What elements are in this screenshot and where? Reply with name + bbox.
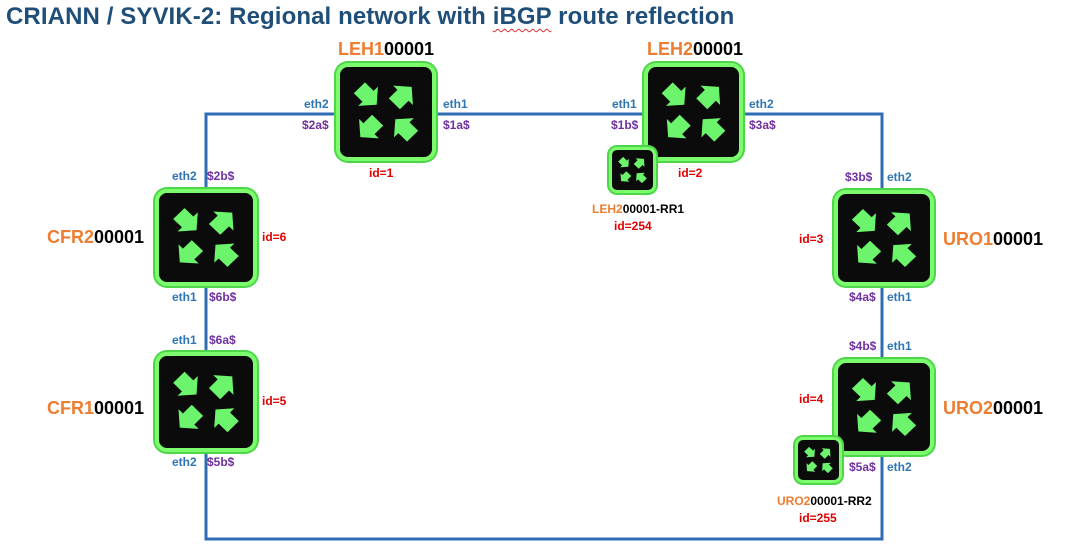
cfr2-var-top: $2b$ [207, 169, 235, 183]
cfr2-id: id=6 [262, 230, 287, 244]
arrow-in-bottomright-icon [892, 412, 917, 436]
arrow-out-bottomleft-icon [359, 114, 384, 139]
uro2-var-bottom: $5a$ [849, 460, 876, 474]
leh1-if-right: eth1 [443, 97, 468, 111]
leh2-id: id=2 [678, 166, 703, 180]
router-uro2-name: URO200001 [943, 398, 1044, 418]
uro2-if-top: eth1 [887, 339, 912, 353]
router-uro1[interactable] [834, 190, 934, 286]
cfr2-var-bottom: $6b$ [209, 290, 237, 304]
leh2-rr1-id: id=254 [614, 219, 652, 233]
arrow-out-topright-icon [208, 211, 234, 235]
router-leh2-rr1-name: LEH200001-RR1 [592, 202, 685, 216]
link-leh2-uro1 [743, 112, 884, 190]
cfr1-if-top: eth1 [172, 333, 197, 347]
uro1-if-top: eth2 [887, 170, 912, 184]
router-leh2-rr1[interactable] [609, 147, 656, 193]
arrow-in-topleft-icon [661, 82, 686, 106]
arrow-in-topleft-icon [804, 446, 815, 458]
leh2-if-left: eth1 [612, 97, 637, 111]
router-icon [353, 82, 419, 142]
leh2-var-right: $3a$ [749, 118, 776, 132]
router-cfr2-name: CFR200001 [47, 227, 145, 247]
arrow-out-topright-icon [886, 212, 911, 236]
arrow-out-topright-icon [388, 85, 413, 110]
router-leh2-name: LEH200001 [647, 39, 744, 59]
arrow-out-bottomleft-icon [857, 240, 882, 264]
router-uro2-rr2[interactable] [795, 437, 842, 483]
arrow-in-bottomright-icon [214, 243, 239, 267]
arrow-in-topleft-icon [618, 156, 629, 168]
cfr1-var-bottom: $5b$ [207, 455, 235, 469]
title-text-ibgp: iBGP [492, 3, 552, 30]
link-cfr1-uro2 [204, 452, 884, 541]
cfr2-if-top: eth2 [172, 169, 197, 183]
router-uro2[interactable] [834, 359, 934, 455]
arrow-out-bottomleft-icon [178, 404, 204, 429]
arrow-out-bottomleft-icon [620, 171, 632, 182]
arrow-out-bottomleft-icon [666, 114, 691, 139]
arrow-out-topright-icon [633, 158, 645, 169]
leh1-id: id=1 [369, 166, 394, 180]
leh1-var-left: $2a$ [302, 118, 329, 132]
arrow-out-bottomleft-icon [178, 240, 204, 264]
arrow-in-bottomright-icon [892, 243, 917, 267]
arrow-out-topright-icon [819, 448, 831, 459]
router-leh1-name: LEH100001 [338, 39, 435, 59]
router-uro2-rr2-name: URO200001-RR2 [777, 494, 872, 508]
cfr1-if-bottom: eth2 [172, 455, 197, 469]
arrow-in-bottomright-icon [394, 118, 419, 142]
uro2-rr2-id: id=255 [799, 511, 837, 525]
arrow-in-topleft-icon [353, 82, 378, 106]
router-icon [661, 82, 726, 142]
link-leh1-cfr2 [204, 112, 336, 190]
leh2-if-right: eth2 [749, 97, 774, 111]
title-text-2: route reflection [551, 3, 735, 30]
arrow-in-topleft-icon [851, 378, 876, 402]
leh1-var-right: $1a$ [443, 118, 470, 132]
cfr1-id: id=5 [262, 394, 287, 408]
arrow-out-topright-icon [208, 375, 234, 400]
router-cfr2[interactable] [155, 189, 257, 286]
cfr1-var-top: $6a$ [209, 333, 236, 347]
arrow-out-topright-icon [696, 85, 721, 110]
arrow-in-topleft-icon [173, 208, 198, 232]
arrow-in-topleft-icon [851, 209, 876, 233]
router-icon [173, 208, 239, 267]
uro2-id: id=4 [799, 392, 824, 406]
router-cfr1-name: CFR100001 [47, 398, 145, 418]
uro2-var-top: $4b$ [849, 339, 877, 353]
router-icon [804, 446, 833, 474]
diagram-title: CRIANN / SYVIK-2: Regional network with … [6, 3, 734, 31]
arrow-out-bottomleft-icon [806, 461, 818, 472]
router-cfr1[interactable] [155, 352, 257, 452]
router-uro1-name: URO100001 [943, 229, 1044, 249]
router-icon [851, 209, 917, 267]
arrow-out-bottomleft-icon [857, 409, 882, 433]
uro1-id: id=3 [799, 232, 824, 246]
arrow-in-bottomright-icon [636, 172, 647, 184]
router-leh2[interactable] [644, 63, 743, 161]
arrow-out-topright-icon [886, 381, 911, 405]
router-icon [173, 371, 239, 433]
arrow-in-topleft-icon [173, 371, 198, 396]
leh1-if-left: eth2 [304, 97, 329, 111]
arrow-in-bottomright-icon [701, 118, 726, 142]
arrow-in-bottomright-icon [822, 462, 833, 474]
leh2-var-left: $1b$ [611, 118, 639, 132]
arrow-in-bottomright-icon [214, 408, 239, 433]
router-icon [851, 378, 917, 436]
router-icon [618, 156, 647, 184]
router-leh1[interactable] [336, 63, 436, 161]
uro1-var-top: $3b$ [845, 170, 873, 184]
uro1-var-bottom: $4a$ [849, 290, 876, 304]
cfr2-if-bottom: eth1 [172, 290, 197, 304]
title-text-1: CRIANN / SYVIK-2: Regional network with [6, 3, 493, 30]
uro1-if-bottom: eth1 [887, 290, 912, 304]
uro2-if-bottom: eth2 [887, 460, 912, 474]
